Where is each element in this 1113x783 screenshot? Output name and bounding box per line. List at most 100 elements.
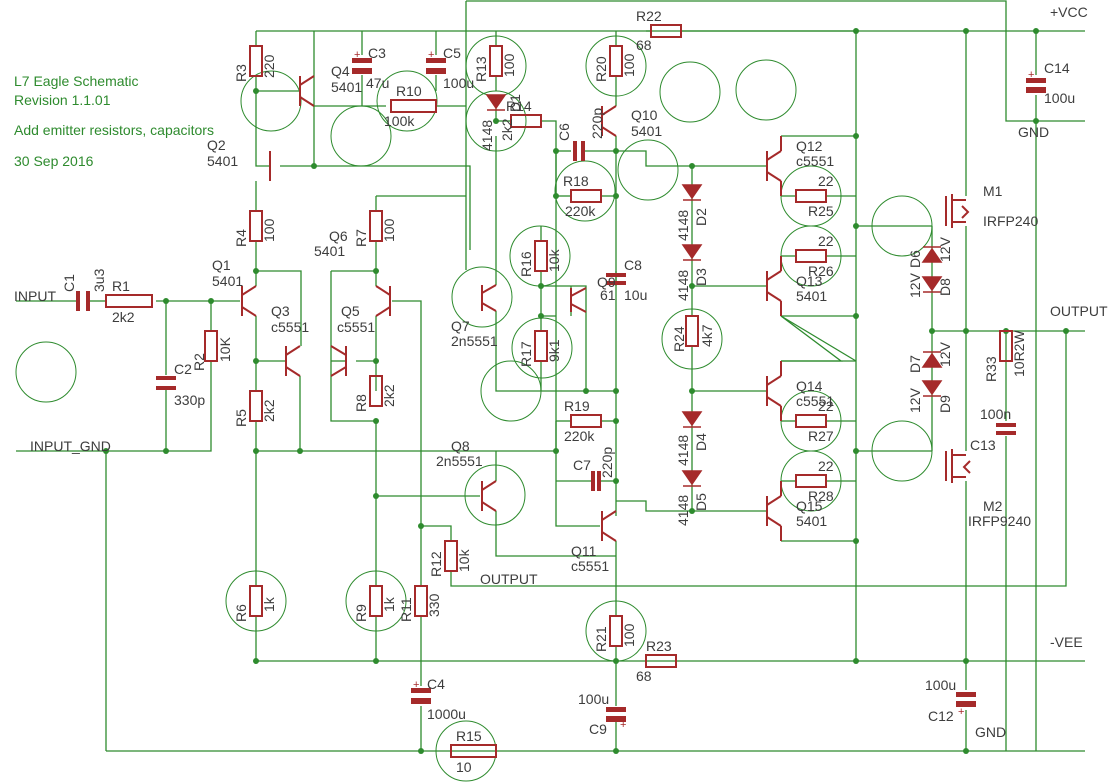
capacitor-c8-plate [606,281,626,285]
label-c9-name: C9 [589,721,607,737]
label-d2-value: 4148 [675,210,691,241]
label-q13-name: Q13 [796,273,823,289]
capacitor-c6-plate [581,141,585,161]
label-r28-value: 22 [818,458,834,474]
diode-d2 [681,184,703,200]
capacitor-c4-plate [411,698,431,704]
resistor-r16 [534,240,548,272]
label-q6-value: 5401 [314,243,345,259]
footprint-q10 [617,139,679,201]
label-q3-name: Q3 [271,303,290,319]
label-r9-name: R9 [353,604,369,622]
zener-d6 [921,247,943,263]
label-c7-value: 220p [599,447,615,478]
polarity-c14: + [1028,69,1034,81]
label-r16-value: 10k [546,248,562,272]
capacitor-c2-plate [156,386,176,390]
resistor-r12 [444,540,458,572]
label-r12-value: 10k [456,548,472,572]
label-d2-name: D2 [693,208,709,226]
capacitor-c13-plate [996,431,1016,435]
diode-d5 [681,470,703,486]
label-r21-name: R21 [593,626,609,652]
label-r1-name: R1 [112,278,130,294]
rail-vcc: +VCC [1050,4,1088,20]
label-q12-value: c5551 [796,153,834,169]
label-q4-name: Q4 [331,63,350,79]
label-c5-value: 100u [443,75,474,91]
resistor-r13 [489,45,503,77]
label-r17-value: 9k1 [546,339,562,362]
note-date: 30 Sep 2016 [14,153,94,169]
label-r27-name: R27 [808,428,834,444]
label-r11-value: 330 [426,593,442,617]
label-r27-value: 22 [818,398,834,414]
resistor-r11 [414,585,428,617]
label-d4-name: D4 [693,433,709,451]
label-c6-value: 220p [589,108,605,139]
label-q11-value: c5551 [571,558,609,574]
polarity-c3: + [354,49,360,61]
label-c13-name: C13 [970,437,996,453]
label-c4-name: C4 [427,676,445,692]
label-d4-value: 4148 [675,435,691,466]
label-r15-name: R15 [456,728,482,744]
polarity-c9: + [620,719,626,731]
label-q6-name: Q6 [329,228,348,244]
label-d6-value: 12V [937,236,953,262]
resistor-r22 [650,24,682,38]
label-c5-name: C5 [443,45,461,61]
label-r12-name: R12 [428,551,444,577]
label-d3-name: D3 [693,268,709,286]
resistor-r20 [609,45,623,77]
label-d5-name: D5 [693,493,709,511]
capacitor-c1 [76,291,80,311]
resistor-r27 [795,414,827,428]
label-r13-name: R13 [473,56,489,82]
label-d9-value: 12V [907,387,923,413]
label-d8-value: 12V [907,272,923,298]
capacitor-c5-plate [426,68,446,74]
label-r11-name: R11 [398,597,414,622]
resistor-r10 [390,99,437,113]
label-q7-value: 2n5551 [451,333,498,349]
resistor-r24 [685,315,699,347]
label-q10-value: 5401 [631,123,662,139]
label-r8-value: 2k2 [381,384,397,407]
label-r24-value: 4k7 [699,324,715,347]
label-r28-name: R28 [808,488,834,504]
label-r14-value: 2k2 [499,118,515,141]
label-c13-value: 100n [980,406,1011,422]
label-r16-name: R16 [518,251,534,277]
label-r17-name: R17 [518,341,534,367]
label-r14-name: R14 [506,98,532,114]
label-r1-value: 2k2 [112,309,135,325]
label-d1-value: 4148 [479,120,495,151]
resistor-r18 [570,189,602,203]
label-c3-value: 47u [366,75,389,91]
label-d1-name: D1 [507,94,523,112]
resistor-r14 [510,114,542,128]
resistor-r15 [450,744,497,758]
label-q7-name: Q7 [451,318,470,334]
zener-d9 [921,380,943,396]
polarity-c5: + [428,49,434,61]
footprint-q8 [464,464,526,526]
resistor-r4 [249,210,263,242]
junctions [103,28,1069,754]
resistor-r6 [249,585,263,617]
label-q11-name: Q11 [571,543,597,559]
label-r10-value: 100k [384,113,415,129]
label-q10-name: Q10 [631,107,658,123]
capacitor-c6 [573,141,577,161]
label-c14-name: C14 [1044,60,1070,76]
label-q1-name: Q1 [212,257,231,273]
note-title: L7 Eagle Schematic [14,73,139,89]
rail-input: INPUT [14,288,56,304]
label-q9-name: Q9 [597,274,616,290]
rail-gnd-bottom: GND [975,724,1006,740]
label-r7-name: R7 [353,229,369,247]
label-q9-value: 61 [600,287,616,303]
